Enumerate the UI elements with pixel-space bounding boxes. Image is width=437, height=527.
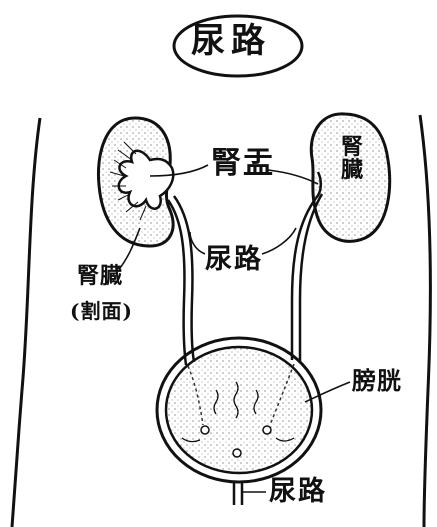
body-outline-left — [12, 118, 40, 527]
kidney-right-label: 腎臓 — [341, 136, 363, 182]
bladder-label: 膀胱 — [352, 369, 402, 393]
ureter-right-outer — [292, 198, 316, 360]
renal-pelvis-label: 腎盂 — [211, 149, 275, 179]
ureter-label: 尿路 — [205, 246, 263, 273]
urethra-label: 尿路 — [269, 478, 327, 505]
diagram-title: 尿路 — [191, 24, 271, 58]
urethra — [234, 482, 242, 505]
ureteral-orifice-right — [263, 426, 271, 434]
internal-urethral-orifice — [233, 449, 241, 457]
body-outline-right — [420, 115, 430, 527]
kidney-left-section-label: (割面) — [70, 301, 133, 321]
kidney-left-label: 腎臓 — [77, 265, 123, 287]
ureteral-orifice-left — [201, 426, 209, 434]
